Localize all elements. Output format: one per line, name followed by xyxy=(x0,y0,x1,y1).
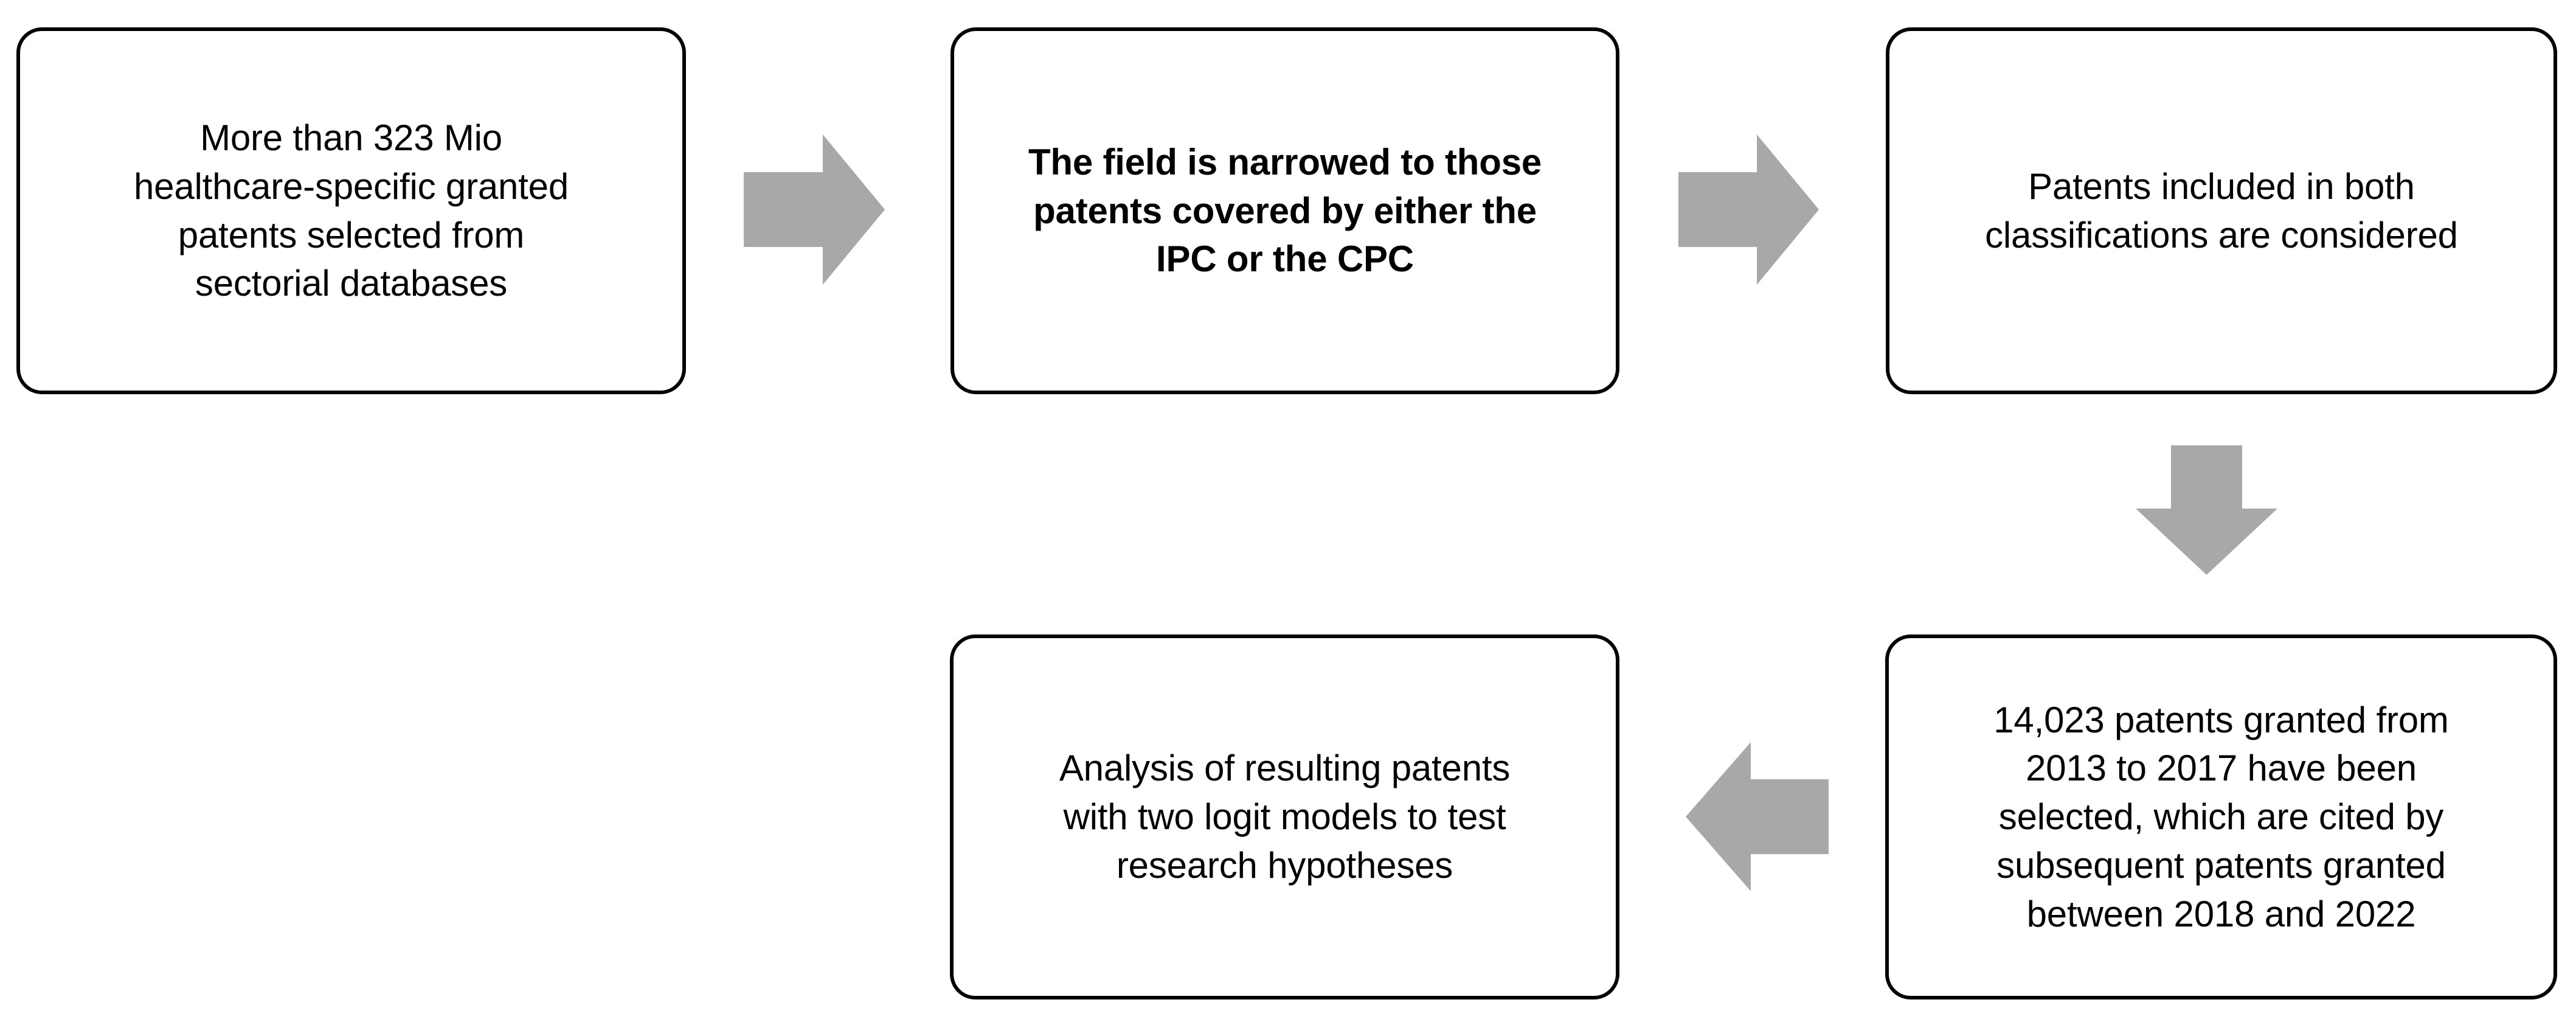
flow-node-source-selection-label: More than 323 Mio healthcare-specific gr… xyxy=(133,117,569,304)
flow-node-selected-patents[interactable]: 14,023 patents granted from 2013 to 2017… xyxy=(1885,634,2557,999)
flow-node-classification-filter-label: The field is narrowed to those patents c… xyxy=(1028,141,1542,280)
arrow-down-icon xyxy=(2136,445,2277,575)
flow-node-both-classifications-label: Patents included in both classifications… xyxy=(1985,165,2458,256)
flow-node-both-classifications[interactable]: Patents included in both classifications… xyxy=(1886,27,2557,394)
flow-node-classification-filter[interactable]: The field is narrowed to those patents c… xyxy=(950,27,1619,394)
flow-node-selected-patents-label: 14,023 patents granted from 2013 to 2017… xyxy=(1993,699,2449,934)
arrow-right-step1-to-step2 xyxy=(744,134,885,285)
arrow-right-step2-to-step3 xyxy=(1678,134,1819,285)
flow-node-source-selection[interactable]: More than 323 Mio healthcare-specific gr… xyxy=(16,27,686,394)
arrow-left-step4-to-step5 xyxy=(1686,742,1829,891)
arrow-down-step3-to-step4 xyxy=(2136,445,2277,575)
arrow-right-icon xyxy=(744,134,885,285)
arrow-right-icon xyxy=(1678,134,1819,285)
flow-node-analysis-label: Analysis of resulting patents with two l… xyxy=(1059,748,1511,886)
arrow-left-icon xyxy=(1686,742,1829,891)
flow-node-analysis[interactable]: Analysis of resulting patents with two l… xyxy=(950,634,1619,999)
